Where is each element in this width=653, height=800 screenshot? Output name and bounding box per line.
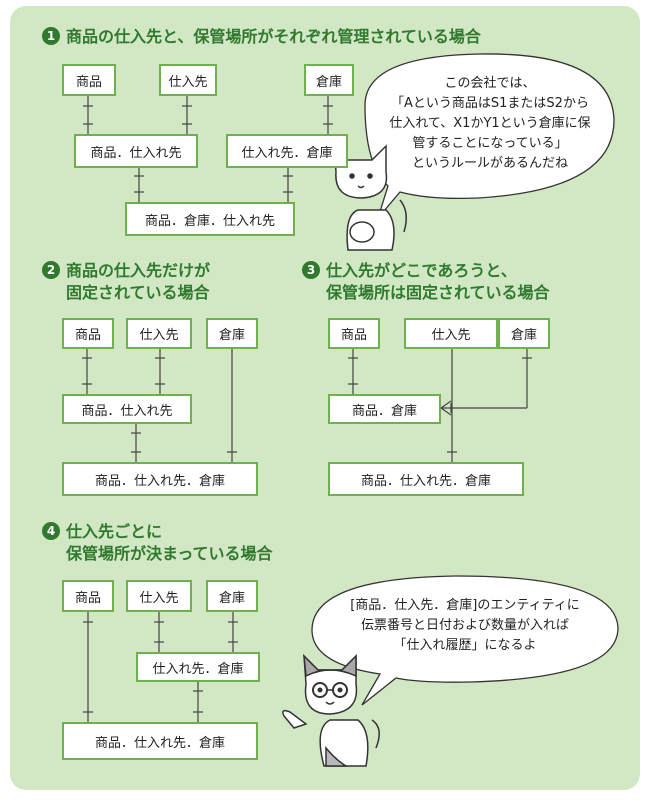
entity-product-supplier: 商品．仕入れ先 bbox=[62, 394, 192, 424]
speech-bubble-1-text: この会社では、 「Aという商品はS1またはS2から 仕入れて、X1かY1という倉… bbox=[389, 76, 591, 171]
entity-product-warehouse: 商品．倉庫 bbox=[328, 394, 441, 424]
entity-supplier: 仕入先 bbox=[159, 64, 217, 96]
entity-product-supplier-warehouse: 商品．仕入れ先．倉庫 bbox=[62, 462, 258, 496]
speech-bubble-2 bbox=[311, 575, 619, 706]
entity-supplier: 仕入先 bbox=[126, 580, 192, 612]
entity-product: 商品 bbox=[62, 64, 116, 96]
entity-warehouse: 倉庫 bbox=[206, 580, 258, 612]
speech-bubble-1 bbox=[364, 53, 615, 219]
entity-supplier-warehouse: 仕入れ先．倉庫 bbox=[136, 652, 260, 682]
entity-product: 商品 bbox=[62, 318, 114, 349]
speech-bubble-2-text: [商品．仕入先．倉庫]のエンティティに 伝票番号と日付および数量が入れば 「仕入… bbox=[350, 598, 580, 653]
cat-illustration-1 bbox=[333, 144, 407, 251]
entity-warehouse: 倉庫 bbox=[304, 64, 354, 96]
entity-supplier: 仕入先 bbox=[126, 318, 192, 349]
entity-product-warehouse-supplier: 商品．倉庫．仕入れ先 bbox=[125, 202, 295, 236]
cat-illustration-2 bbox=[282, 653, 380, 767]
entity-product: 商品 bbox=[328, 318, 380, 349]
entity-product-supplier-warehouse: 商品．仕入れ先．倉庫 bbox=[62, 722, 258, 760]
entity-product: 商品 bbox=[62, 580, 114, 612]
entity-product-supplier-warehouse: 商品．仕入れ先．倉庫 bbox=[328, 462, 524, 496]
entity-warehouse: 倉庫 bbox=[206, 318, 258, 349]
entity-warehouse: 倉庫 bbox=[498, 318, 550, 349]
entity-product-supplier: 商品．仕入れ先 bbox=[74, 134, 198, 168]
entity-supplier-warehouse: 仕入れ先．倉庫 bbox=[226, 134, 348, 168]
entity-supplier: 仕入先 bbox=[404, 318, 498, 349]
